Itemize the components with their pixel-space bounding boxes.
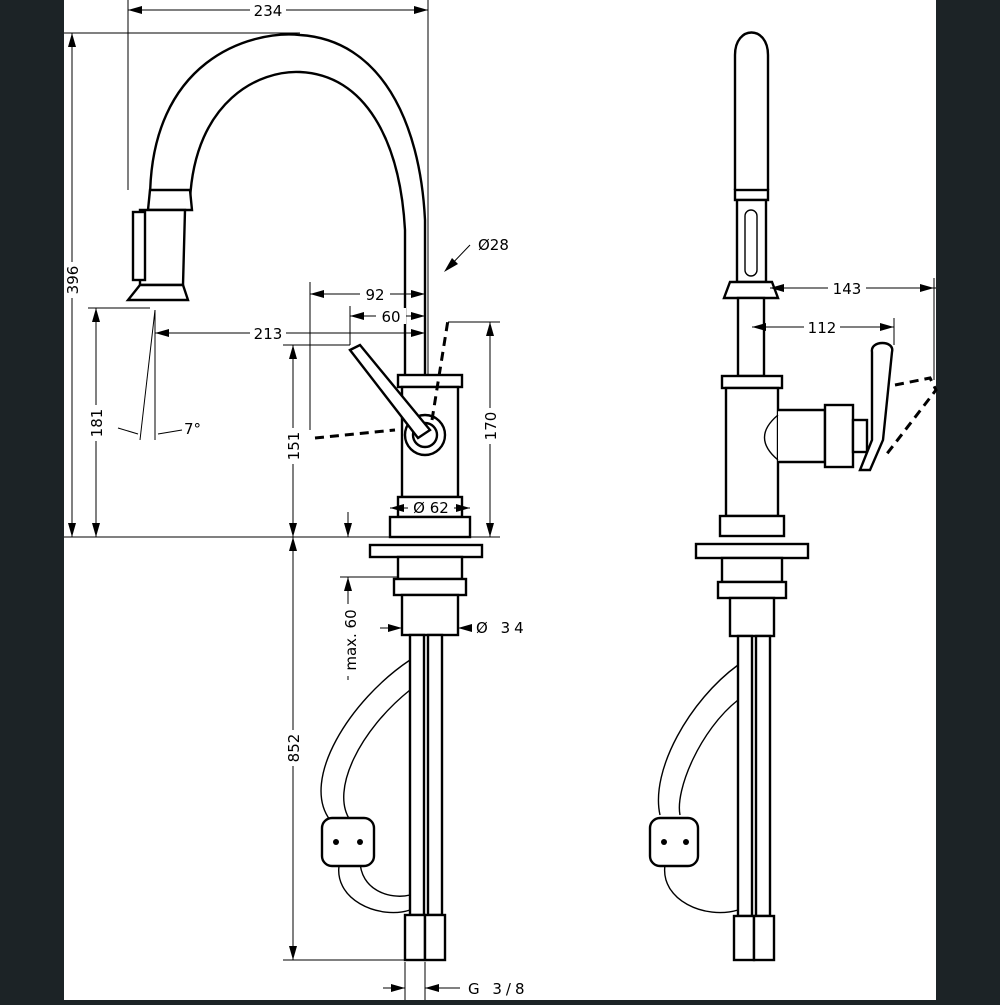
handle-lever — [348, 343, 432, 440]
dim-connection-thread-label: G 3/8 — [468, 980, 529, 998]
side-spout — [733, 31, 770, 190]
dim-shank-diameter-label: Ø 34 — [476, 619, 528, 637]
dim-base-diameter-label: Ø 62 — [413, 499, 449, 517]
spout-outline — [148, 33, 427, 375]
dim-total-height-label: 396 — [64, 266, 82, 295]
dim-hose-length-label: 852 — [285, 734, 303, 763]
side-hose-weight — [648, 816, 700, 868]
side-body-collar — [720, 374, 784, 390]
dim-max-thickness-label: max. 60 — [342, 609, 360, 670]
dim-body-height-label: 151 — [285, 432, 303, 461]
dim-lever-height-label: 170 — [482, 412, 500, 441]
dim-handle-offset-label: 60 — [381, 308, 400, 326]
dim-spout-reach-label: 213 — [254, 325, 283, 343]
dim-spray-angle-label: 7° — [184, 420, 201, 438]
handle-alt-position-right — [430, 319, 450, 421]
dim-lever-reach-total-label: 143 — [833, 280, 862, 298]
supply-hoses — [320, 633, 447, 962]
side-view: 143 112 — [648, 31, 938, 962]
side-handle-alt-position — [884, 376, 938, 456]
dim-spray-height-label: 181 — [88, 409, 106, 438]
handle-alt-position-left — [314, 428, 396, 440]
side-handle — [858, 341, 894, 472]
dim-lever-reach-label: 112 — [808, 319, 837, 337]
dim-handle-reach-label: 92 — [365, 286, 384, 304]
front-view: 234 396 Ø28 92 60 213 — [64, 0, 529, 1000]
mounting-plate — [368, 543, 484, 559]
hose-weight — [320, 816, 376, 868]
dim-spout-diameter-label: Ø28 — [478, 236, 509, 254]
spray-head — [125, 188, 194, 302]
side-cartridge-housing — [778, 408, 827, 464]
shank — [400, 593, 460, 637]
dim-width-top-label: 234 — [254, 2, 283, 20]
